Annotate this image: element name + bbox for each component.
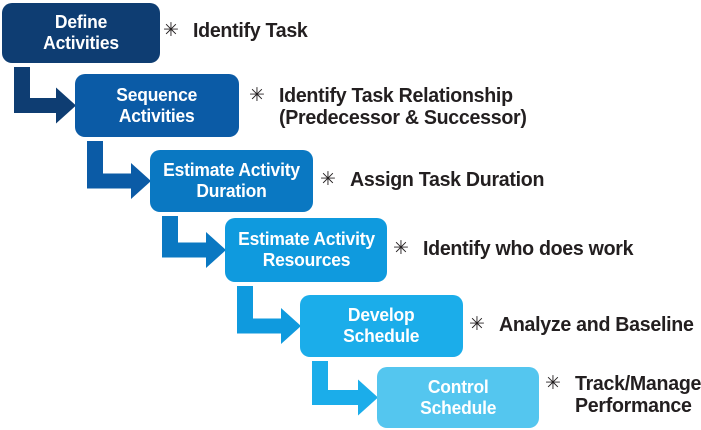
elbow-arrow-define-activities-to-next [14, 67, 76, 124]
step-label: Sequence Activities [116, 84, 198, 126]
step-label: Control Schedule [419, 376, 497, 418]
step-box-sequence-activities: Sequence Activities [75, 74, 239, 137]
step-note-estimate-activity-resources: ✳ Identify who does work [393, 238, 638, 260]
asterisk-icon: ✳ [393, 238, 409, 259]
step-box-control-schedule: Control Schedule [377, 367, 539, 428]
step-note-control-schedule: ✳ Track/Manage Performance [545, 373, 701, 417]
step-note-sequence-activities: ✳ Identify Task Relationship (Predecessor… [249, 85, 532, 129]
elbow-arrow-develop-schedule-to-next [312, 361, 378, 416]
elbow-arrow-sequence-activities-to-next [87, 141, 151, 199]
elbow-arrow-estimate-activity-resources-to-next [237, 286, 301, 344]
step-label: Develop Schedule [343, 305, 420, 346]
step-note-develop-schedule: ✳ Analyze and Baseline [469, 314, 698, 336]
asterisk-icon: ✳ [249, 85, 265, 106]
step-note-estimate-activity-duration: ✳ Assign Task Duration [320, 169, 548, 191]
step-box-develop-schedule: Develop Schedule [300, 295, 463, 357]
asterisk-icon: ✳ [163, 20, 179, 41]
step-label: Estimate Activity Duration [163, 160, 300, 201]
step-note-text: Identify who does work [423, 238, 634, 260]
asterisk-icon: ✳ [545, 373, 561, 394]
step-box-estimate-activity-resources: Estimate Activity Resources [225, 218, 387, 282]
asterisk-icon: ✳ [320, 169, 336, 190]
step-label: Define Activities [43, 12, 119, 53]
step-note-text: Track/Manage Performance [575, 373, 701, 417]
step-box-define-activities: Define Activities [2, 3, 160, 63]
step-note-text: Identify Task [193, 20, 308, 42]
step-box-estimate-activity-duration: Estimate Activity Duration [150, 150, 313, 212]
step-note-define-activities: ✳ Identify Task [163, 20, 310, 42]
step-note-text: Analyze and Baseline [499, 314, 694, 336]
step-note-text: Identify Task Relationship (Predecessor … [279, 85, 527, 129]
asterisk-icon: ✳ [469, 314, 485, 335]
elbow-arrow-estimate-activity-duration-to-next [162, 216, 226, 268]
step-note-text: Assign Task Duration [350, 169, 545, 191]
step-label: Estimate Activity Resources [237, 229, 375, 270]
